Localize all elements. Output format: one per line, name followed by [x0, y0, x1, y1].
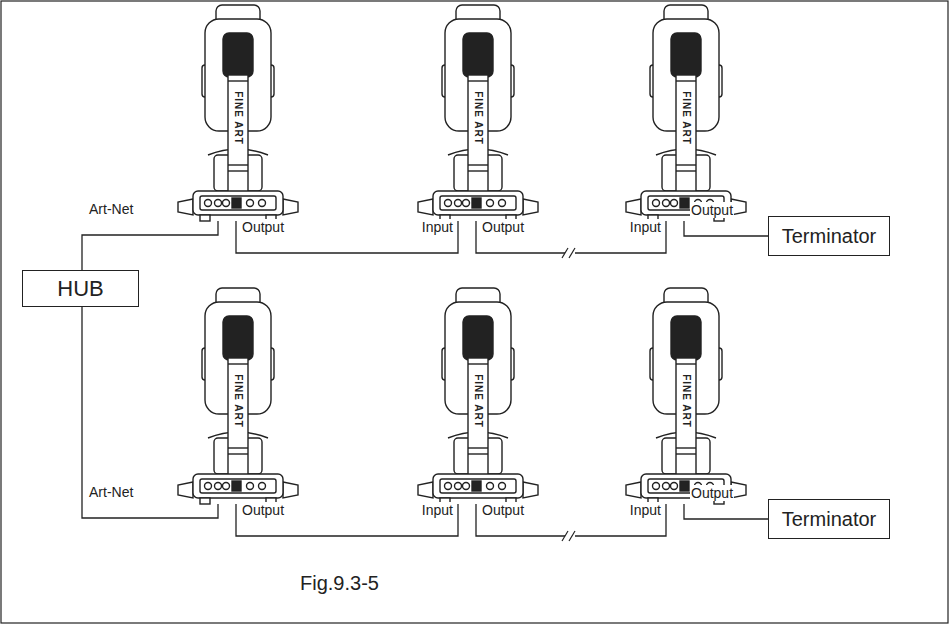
brand-logo: FINE ART — [472, 374, 484, 428]
brand-logo: FINE ART — [472, 91, 484, 145]
port-label: Input — [421, 502, 454, 518]
port-label: Art-Net — [88, 484, 134, 500]
port-label: Output — [241, 502, 285, 518]
box-label: HUB — [57, 276, 103, 302]
brand-logo: FINE ART — [232, 91, 244, 145]
port-label: Art-Net — [88, 201, 134, 217]
port-label: Output — [241, 219, 285, 235]
hub-box: HUB — [22, 270, 139, 307]
brand-logo: FINE ART — [680, 374, 692, 428]
figure-caption: Fig.9.3-5 — [300, 572, 379, 595]
brand-logo: FINE ART — [680, 91, 692, 145]
brand-logo: FINE ART — [232, 374, 244, 428]
port-label: Input — [421, 219, 454, 235]
port-label: Output — [690, 485, 734, 501]
port-label: Output — [690, 202, 734, 218]
port-label: Output — [481, 219, 525, 235]
box-label: Terminator — [782, 508, 876, 531]
port-label: Input — [629, 219, 662, 235]
cable-break — [562, 248, 575, 541]
port-label: Input — [629, 502, 662, 518]
terminator-box: Terminator — [768, 499, 890, 539]
box-label: Terminator — [782, 225, 876, 248]
signal-wire — [82, 221, 768, 536]
port-label: Output — [481, 502, 525, 518]
terminator-box: Terminator — [768, 216, 890, 256]
